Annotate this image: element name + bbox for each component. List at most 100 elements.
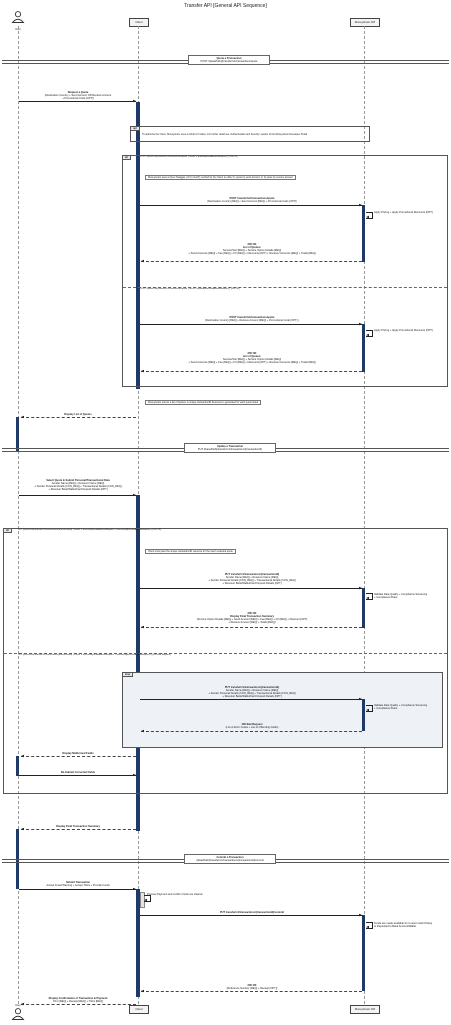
divider-commit-sub: /{basePath}/transfer/v1/transactions/{tr… (196, 859, 264, 863)
activation-mgi-quote2 (362, 324, 365, 372)
alt-update-resp1-l1: 200 OK (247, 612, 257, 615)
alt-quote-resp2-l3: Service/Sort [REQ] + Service Option Deta… (222, 358, 282, 361)
activation-client-update (136, 495, 140, 831)
note-oneof: MoneyGram uses a Open Swagger v3.0 ('one… (145, 175, 296, 181)
alt-update-call2-l1: PUT transfer/v1/transactions/{transactio… (224, 686, 280, 689)
self-msg-process-payment-label: Process Payment and confirm funds are cl… (147, 893, 203, 896)
arrowhead-left (141, 259, 144, 263)
self-msg-validate1 (366, 593, 373, 600)
frame-alt-update: alt PUT /{basePath}/transfer/v1/transact… (3, 528, 448, 794)
alt-quote-resp2-l1: 200 OK (247, 352, 257, 355)
participant-mgi-top: MoneyGram API (350, 18, 380, 27)
self-msg-pricing1-label: Apply Pricing + Apply Promotional Discou… (374, 211, 433, 214)
activation-client-commit (136, 889, 140, 997)
arrow-display-quotes (21, 417, 136, 418)
arrow-alt-quote-call1 (140, 205, 362, 206)
arrowhead-right (133, 773, 136, 777)
arrow-alt-update-resp1 (141, 627, 362, 628)
alt-update-call2-l3: + Sender Personal Details [CON_REQ] + Tr… (208, 692, 296, 695)
arrow-display-final (21, 829, 136, 830)
alt-quote-resp1-l1: 200 OK (247, 243, 257, 246)
arrowhead-left (366, 333, 369, 337)
arrowhead-right (359, 913, 362, 917)
user-icon (11, 11, 25, 23)
alt-quote-resp2-l4: + Send Amounts [REQ] + Fee [REQ] + FX [R… (188, 361, 316, 364)
frame-loop: loop (122, 672, 443, 748)
arrow-display-malformed (21, 756, 136, 757)
alt-update-call1-l2: Sender Name [REQ] + Receiver Name [REQ] (225, 576, 279, 579)
arrow-submit-tx (19, 889, 136, 890)
alt-update-resp1-l4: + Receive Amount [REQ] + Totals [REQ]) (228, 621, 276, 624)
arrow-alt-quote-call2 (140, 324, 362, 325)
arrowhead-right (359, 203, 362, 207)
arrow-commit-call (140, 915, 362, 916)
arrowhead-left (366, 215, 369, 219)
arrowhead-left (141, 369, 144, 373)
msg-request-quote-l3: + Promotional Code [OPT]) (62, 97, 94, 100)
alt-update-call2-l2: Sender Name [REQ] + Receiver Name [REQ] (225, 689, 279, 692)
self-msg-process-payment (144, 895, 151, 902)
activation-mgi-commit (362, 915, 365, 991)
activation-user-malformed (16, 756, 19, 776)
alt-quote-call1-l2: (Destination Country [REQ] + Send Amount… (207, 200, 297, 203)
msg-select-quote-l4: + Receiver Bank/Wallet/Card Deposit Deta… (48, 488, 108, 491)
alt-quote-else-line (123, 287, 447, 288)
msg-display-malformed: Display Malformed Fields (62, 752, 94, 755)
self-msg-validate2-l2: + Compliance Rules (374, 707, 398, 710)
arrow-alt-update-resp2 (141, 731, 362, 732)
lifeline-mgi (364, 26, 365, 1004)
arrow-commit-resp (141, 991, 362, 992)
frame-alt-quote-tag: alt (123, 156, 131, 161)
alt-update-resp1-l2: Display Final Transaction Summary (230, 615, 274, 618)
arrowhead-right (359, 697, 362, 701)
actor-user-top: User (11, 10, 25, 31)
alt-update-cond2: PUT /{basePath}/transfer/v1/transactions… (18, 654, 171, 656)
msg-resubmit: Re-Submit Corrected Fields (60, 771, 96, 774)
arrowhead-left (366, 596, 369, 600)
msg-select-quote-l3: + Sender Personal Details [CON_REQ] + Tr… (34, 485, 122, 488)
arrow-alt-update-call2 (140, 699, 362, 700)
diagram-title: Transfer API [General API Sequence] (184, 3, 267, 9)
alt-quote-call2-l2: (Destination Country [REQ] + Receive Amo… (205, 319, 299, 322)
frame-loop-tag: loop (123, 673, 134, 678)
self-msg-funds-l2: or Deposited to Bank Account/Wallet (374, 925, 417, 928)
frame-alt-quote: alt POST /{basePath}/transfer/v1/transac… (122, 155, 448, 387)
alt-update-cond1: PUT /{basePath}/transfer/v1/transactions… (18, 529, 162, 531)
frame-opt-auth: opt (130, 126, 370, 142)
arrowhead-left (144, 898, 147, 902)
divider-commit-label: Commit a Transaction /{basePath}/transfe… (184, 854, 276, 865)
arrowhead-left (366, 925, 369, 929)
commit-resp-l1: 200 OK (247, 984, 257, 987)
participant-client-bottom: Client (129, 1005, 149, 1014)
self-msg-pricing1 (366, 212, 373, 219)
arrowhead-left (21, 827, 24, 831)
note-transaction-id: Client must pass the unique transactionI… (145, 549, 236, 555)
arrowhead-right (133, 887, 136, 891)
alt-update-resp1-l3: (Service Option Details [REQ] + Send Amo… (196, 618, 308, 621)
msg-display-confirm-l2: Print [REQ] + Receipt [REQ] + T&Cs [REQ] (53, 1000, 103, 1003)
msg-submit-tx-l1: Submit Transaction (65, 881, 91, 884)
alt-update-else-line (4, 653, 447, 654)
divider-commit-title: Commit a Transaction (216, 856, 244, 859)
divider-update-sub: PUT /{basePath}/transfer/v1/transactions… (197, 448, 263, 452)
self-msg-pricing2-label: Apply Pricing + Apply Promotional Discou… (374, 329, 433, 332)
arrow-select-quote (19, 495, 136, 496)
alt-quote-resp1-l2: List of Quotes: (242, 246, 262, 249)
alt-quote-resp1-l3: Service/Sort [REQ] + Service Option Deta… (222, 249, 282, 252)
alt-update-call1-l1: PUT transfer/v1/transactions/{transactio… (224, 573, 280, 576)
participant-client-top: Client (129, 18, 149, 27)
alt-update-resp2-l2: (List of Error Codes + List of Offending… (225, 726, 279, 729)
arrowhead-right (359, 322, 362, 326)
alt-update-call2-l4: + Receiver Bank/Wallet/Card Deposit Deta… (222, 695, 282, 698)
alt-update-call1-l4: + Receiver Bank/Wallet/Card Deposit Deta… (222, 582, 282, 585)
divider-quote-sub: POST /{basePath}/{transfer/v1/transactio… (200, 60, 258, 64)
arrowhead-left (366, 708, 369, 712)
arrowhead-right (133, 493, 136, 497)
divider-update-title: Update a Transaction (216, 445, 244, 448)
arrowhead-left (141, 989, 144, 993)
alt-quote-cond1: POST /{basePath}/transfer/v1/transaction… (140, 156, 238, 158)
msg-display-quotes: Display List of Quotes (64, 413, 92, 416)
alt-update-resp2-l1: 400 Bad Request (241, 723, 263, 726)
self-msg-funds (366, 922, 373, 929)
